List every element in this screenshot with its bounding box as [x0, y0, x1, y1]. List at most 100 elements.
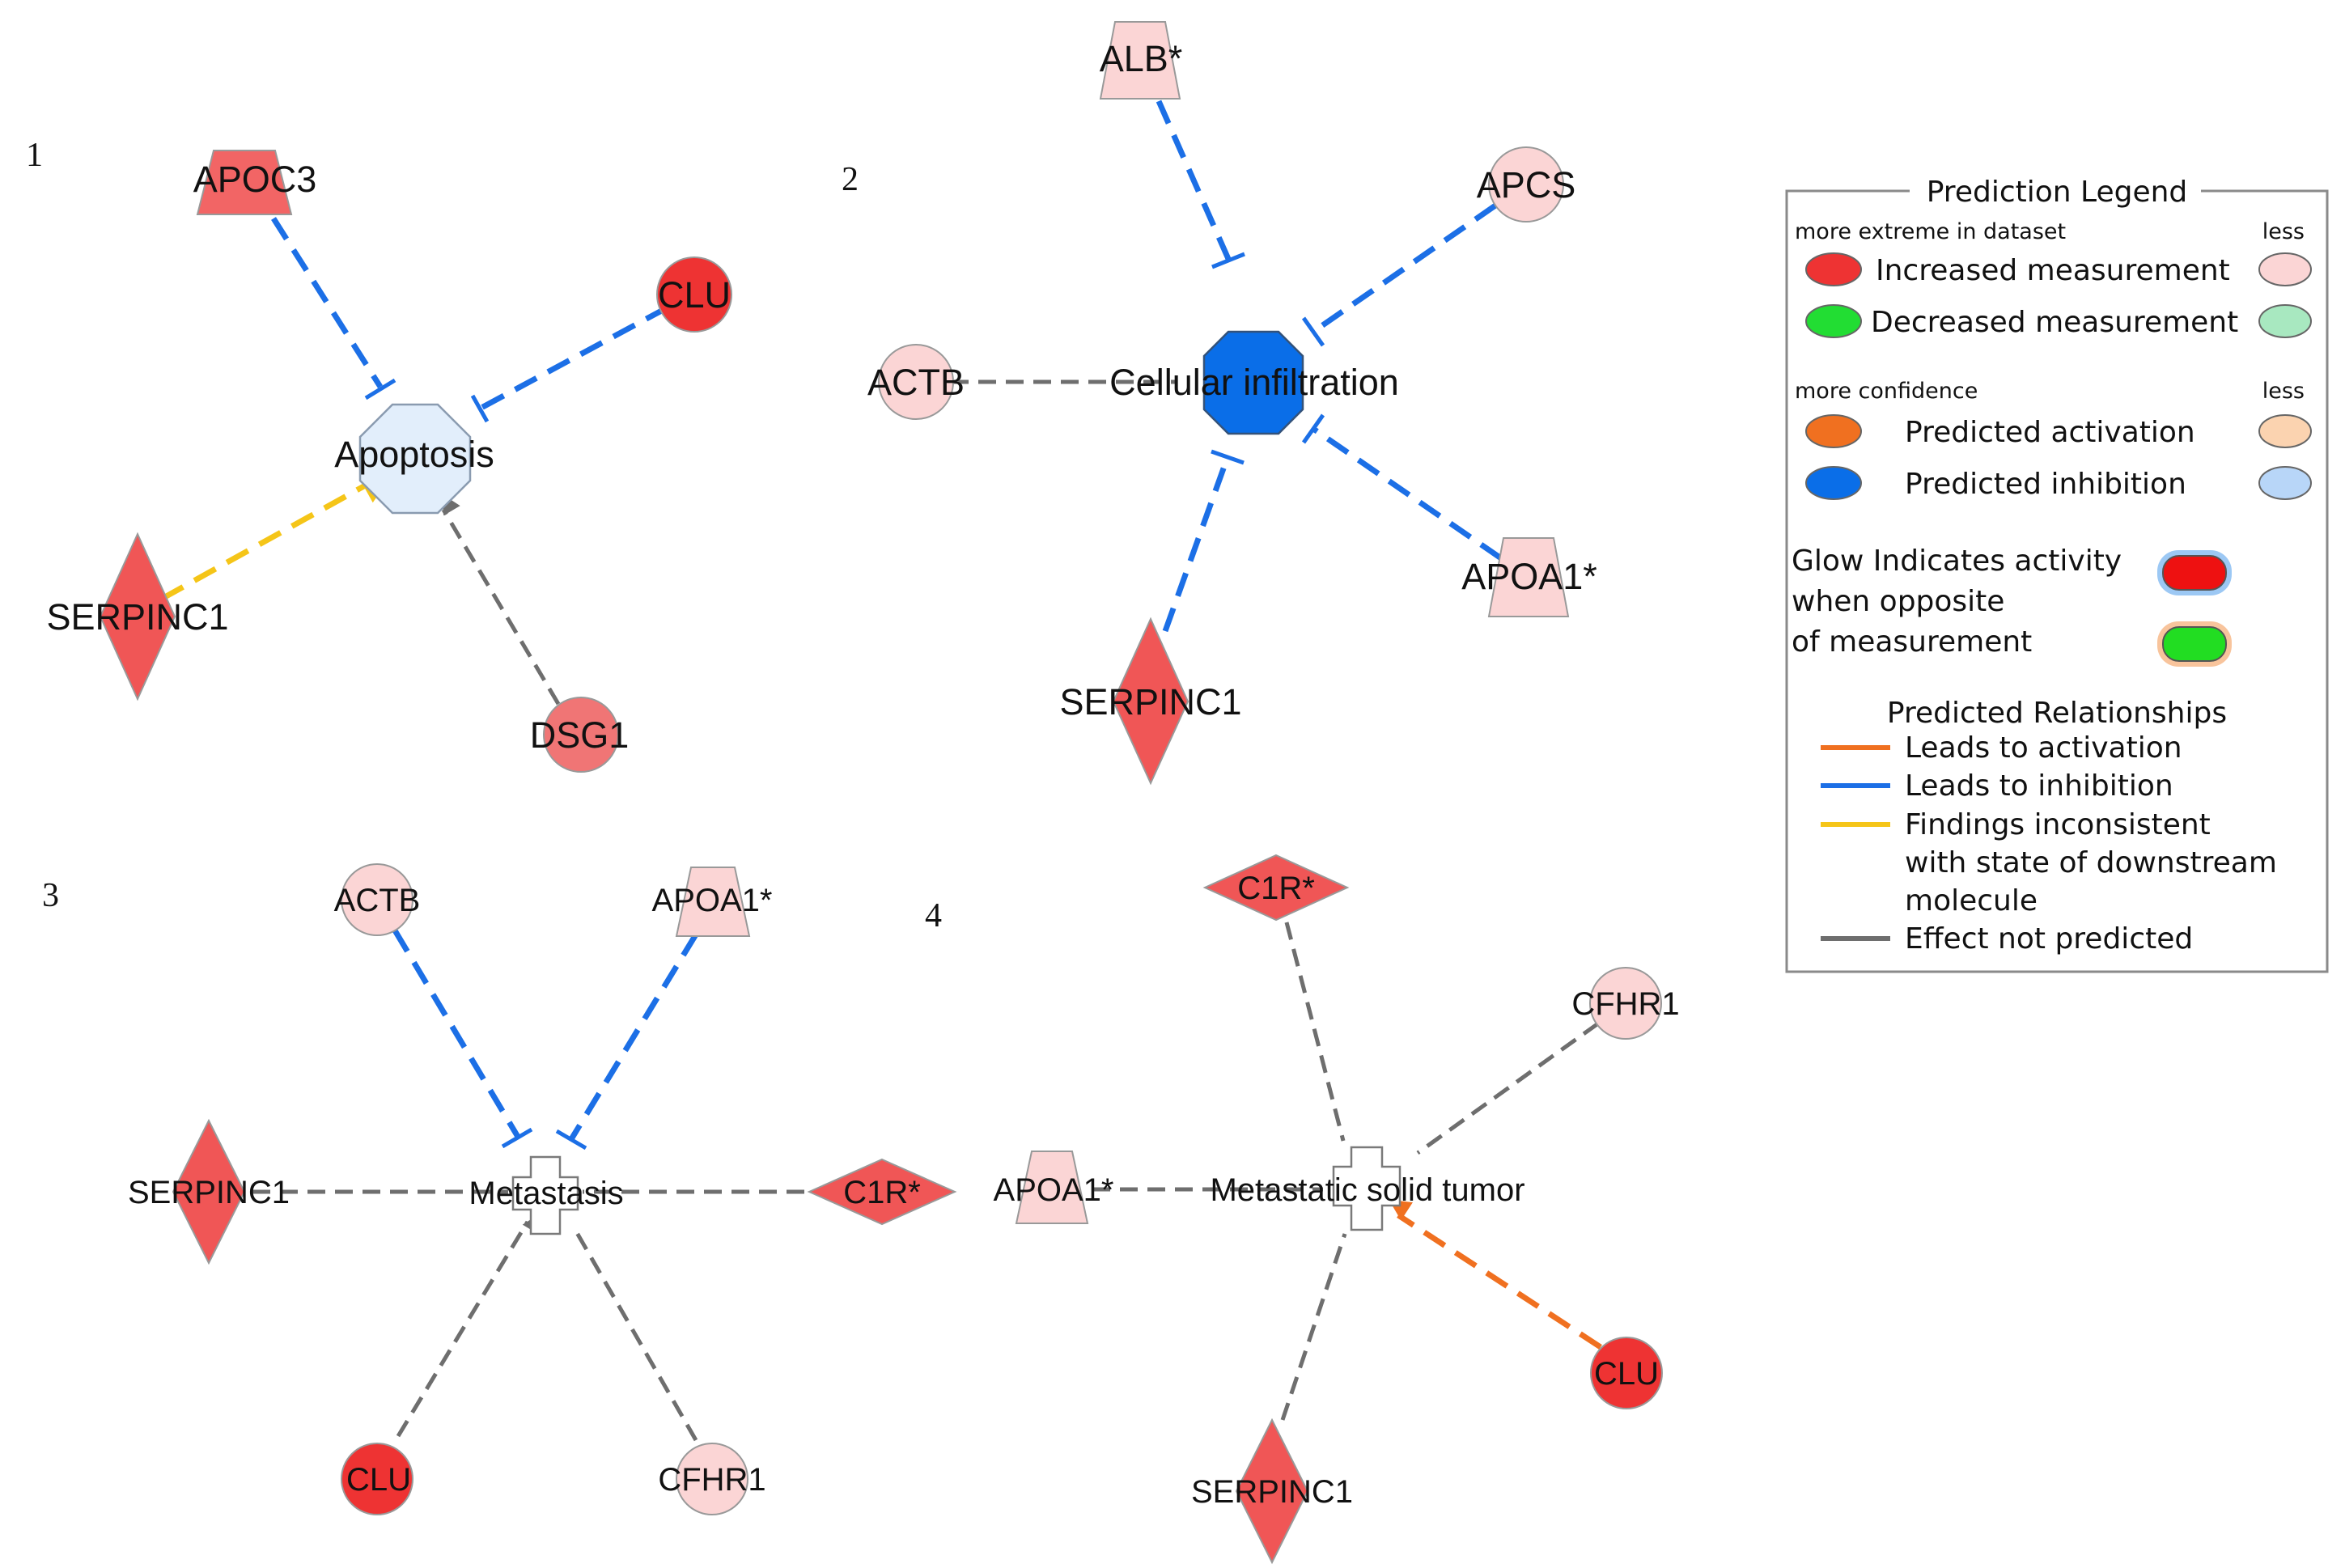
cfhr1-node[interactable]: [676, 1443, 748, 1515]
cfhr1-node[interactable]: [1589, 967, 1662, 1040]
legend-predicted-activation: Predicted activation: [1905, 416, 2195, 449]
edge-clu-metastasis: [396, 1213, 541, 1438]
node-label-serpinc1: SERPINC1: [1059, 681, 1241, 723]
legend-rel-inhibition: Leads to inhibition: [1905, 769, 2173, 803]
edge-serpinc1-tumor: [1280, 1233, 1347, 1421]
node-label-serpinc1: SERPINC1: [128, 1175, 290, 1210]
edge-serpinc1-infiltration: [1162, 456, 1231, 633]
inhibition-bar: [555, 1129, 587, 1151]
inhibition-bar: [1301, 413, 1325, 444]
apoptosis-node[interactable]: [358, 403, 472, 515]
legend-rel-inconsistent-1: Findings inconsistent: [1905, 808, 2211, 841]
legend-decreased: Decreased measurement: [1871, 306, 2238, 339]
increased-strong-swatch: [1805, 252, 1862, 286]
apoa1-node[interactable]: [1487, 537, 1570, 617]
activation-strong-swatch: [1805, 414, 1862, 448]
legend-rel-not-predicted: Effect not predicted: [1905, 922, 2193, 956]
panel-number-1: 1: [26, 137, 43, 174]
clu-node[interactable]: [1590, 1337, 1663, 1409]
center-label-cellular-infiltration: Cellular infiltration: [1109, 362, 1399, 403]
edge-apcs-infiltration: [1312, 203, 1497, 334]
edge-cfhr1-tumor: [1416, 1021, 1600, 1155]
clu-node[interactable]: [341, 1443, 413, 1515]
edge-clu-tumor: [1389, 1199, 1602, 1350]
clu-node[interactable]: [656, 256, 732, 333]
apoa1-node[interactable]: [675, 867, 751, 937]
panel-3: 3 Metastasis ACTB APOA1* SERPINC1 C1R* C…: [42, 863, 957, 1515]
panel-number-2: 2: [842, 161, 859, 198]
serpinc1-node[interactable]: [172, 1118, 246, 1265]
edge-apoa1-infiltration: [1312, 426, 1503, 561]
node-label-alb: ALB*: [1100, 38, 1183, 79]
legend-glow-line-2: when opposite: [1792, 585, 2004, 618]
decreased-strong-swatch: [1805, 304, 1862, 338]
actb-node[interactable]: [878, 344, 954, 420]
node-label-serpinc1: SERPINC1: [1191, 1474, 1353, 1510]
c1r-node[interactable]: [807, 1158, 957, 1226]
inhibition-bar: [1211, 252, 1245, 269]
node-label-clu: CLU: [658, 274, 731, 316]
node-label-clu: CLU: [1594, 1356, 1659, 1392]
edge-apoa1-metastasis: [569, 933, 698, 1141]
inhibition-light-swatch: [2258, 466, 2312, 500]
node-label-cfhr1: CFHR1: [658, 1462, 765, 1498]
legend-relationships-title: Predicted Relationships: [1887, 697, 2227, 730]
edge-actb-metastasis: [392, 929, 521, 1138]
panel-number-3: 3: [42, 877, 59, 914]
panel-4: 4 Metastatic solid tumor C1R* CFHR1 APOA…: [925, 854, 1680, 1565]
glow-red-swatch: [2162, 555, 2227, 591]
panel-number-4: 4: [925, 897, 942, 934]
legend-increased: Increased measurement: [1876, 254, 2230, 287]
legend-more-extreme: more extreme in dataset: [1795, 219, 2066, 244]
legend-title: Prediction Legend: [1927, 176, 2188, 209]
prediction-legend: Prediction Legend more extreme in datase…: [1785, 173, 2329, 973]
legend-more-confidence: more confidence: [1795, 379, 1978, 404]
metastatic-solid-tumor-node[interactable]: [1332, 1146, 1401, 1231]
cellular-infiltration-node[interactable]: [1202, 330, 1304, 435]
node-label-apoa1: APOA1*: [652, 883, 773, 918]
inhibition-bar: [501, 1127, 533, 1149]
node-label-serpinc1: SERPINC1: [46, 596, 228, 638]
inhibition-bar: [1301, 316, 1325, 347]
legend-rel-inconsistent-3: molecule: [1905, 884, 2038, 917]
alb-node[interactable]: [1099, 21, 1181, 100]
edge-c1r-tumor: [1284, 922, 1346, 1142]
node-label-apcs: APCS: [1477, 164, 1576, 206]
node-label-cfhr1: CFHR1: [1571, 986, 1679, 1022]
apcs-node[interactable]: [1488, 146, 1564, 222]
node-label-actb: ACTB: [867, 362, 965, 403]
legend-frame: [1785, 189, 2329, 973]
serpinc1-node[interactable]: [1235, 1418, 1309, 1565]
node-label-clu: CLU: [346, 1462, 411, 1498]
center-label-metastatic-solid-tumor: Metastatic solid tumor: [1210, 1172, 1524, 1208]
legend-less-1: less: [2262, 219, 2305, 244]
edge-cfhr1-metastasis: [570, 1224, 698, 1442]
dsg1-node[interactable]: [543, 697, 619, 773]
serpinc1-node[interactable]: [1112, 617, 1189, 786]
edge-apoc3-apoptosis: [271, 217, 383, 388]
node-label-c1r: C1R*: [843, 1175, 921, 1210]
center-label-apoptosis: Apoptosis: [334, 434, 494, 475]
glow-green-swatch: [2162, 626, 2227, 662]
inhibition-bar: [1211, 449, 1245, 465]
c1r-node[interactable]: [1202, 854, 1350, 922]
metastasis-node[interactable]: [511, 1155, 579, 1235]
node-label-actb: ACTB: [334, 883, 421, 918]
apoa1-node[interactable]: [1015, 1151, 1089, 1224]
actb-node[interactable]: [341, 863, 413, 936]
serpinc1-node[interactable]: [99, 532, 176, 701]
panel-1: 1 Apoptosis APOC3 CLU SERPINC1 DSG1: [26, 137, 732, 773]
node-label-apoa1: APOA1*: [1461, 556, 1597, 597]
legend-less-2: less: [2262, 379, 2305, 404]
node-label-apoa1: APOA1*: [994, 1172, 1114, 1208]
edge-serpinc1-apoptosis: [160, 481, 387, 602]
edge-dsg1-apoptosis: [441, 494, 561, 706]
activation-light-swatch: [2258, 414, 2312, 448]
edge-clu-apoptosis: [478, 304, 669, 412]
legend-title-backdrop: [1910, 173, 2201, 206]
inhibition-strong-swatch: [1805, 466, 1862, 500]
legend-rel-activation: Leads to activation: [1905, 731, 2182, 765]
apoc3-node[interactable]: [196, 150, 293, 215]
inhibition-bar: [364, 378, 396, 400]
